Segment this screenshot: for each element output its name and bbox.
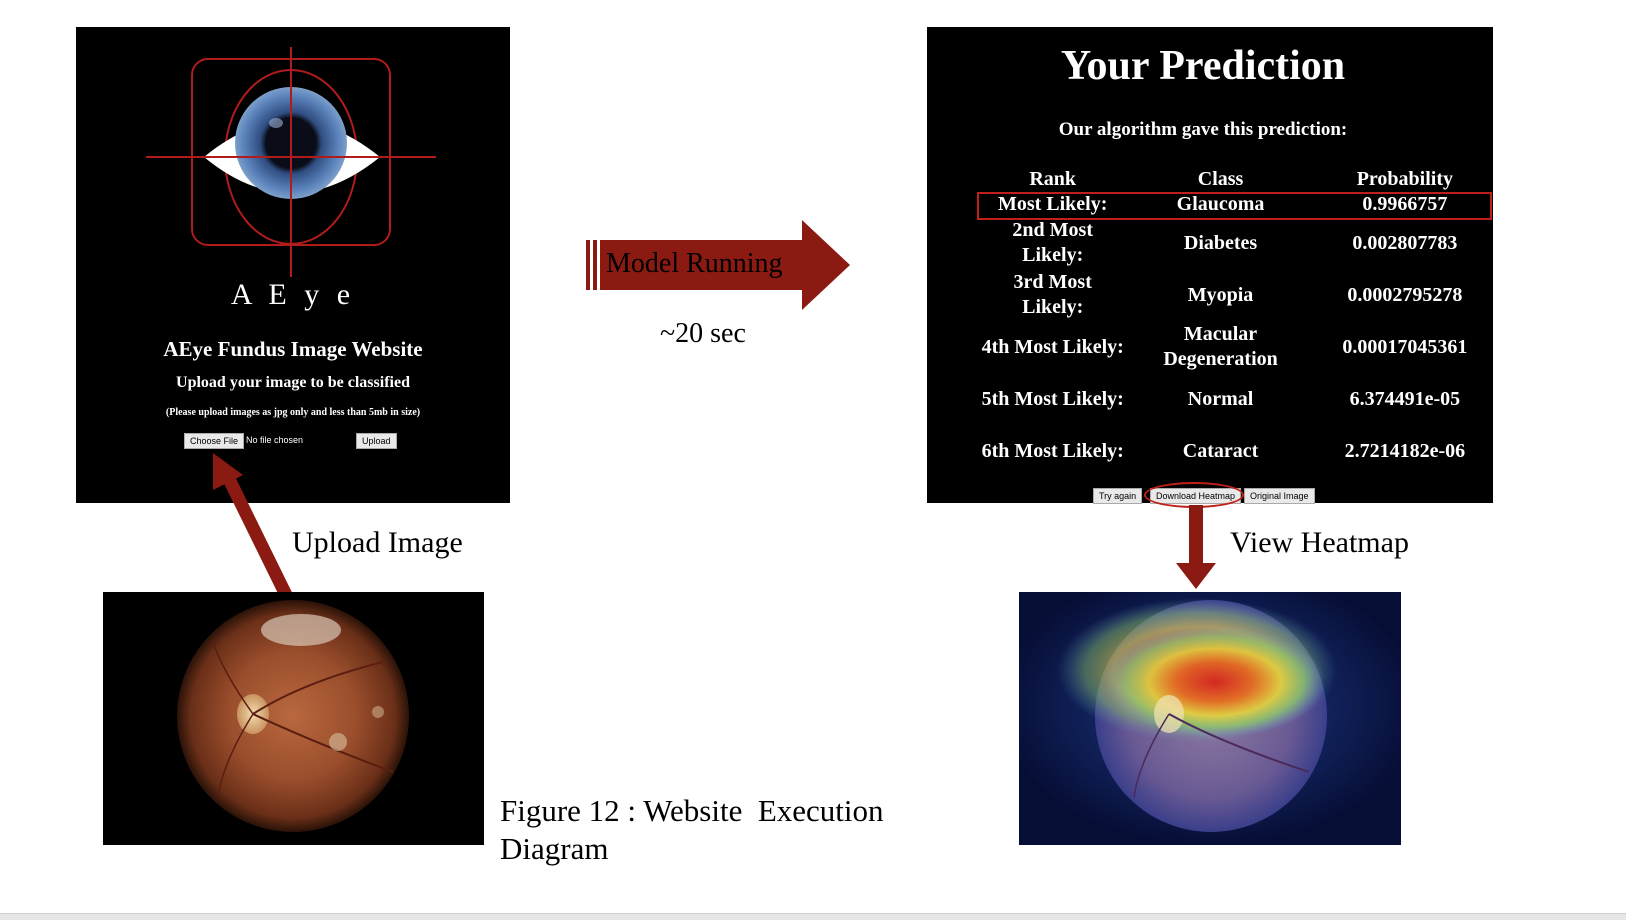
- rank-cell: 2nd Most Likely:: [1012, 219, 1093, 266]
- prediction-website-screenshot: Your Prediction Our algorithm gave this …: [927, 27, 1493, 508]
- file-status-text: No file chosen: [246, 435, 304, 445]
- figure-caption-line1: Figure 12 : Website Execution: [500, 793, 884, 828]
- model-running-label: Model Running: [606, 248, 783, 279]
- original-image-button[interactable]: Original Image: [1244, 488, 1315, 504]
- class-cell: Diabetes: [1183, 231, 1258, 254]
- probability-cell: 0.00017045361: [1342, 335, 1468, 358]
- table-row: 5th Most Likely: Normal 6.374491e-05: [977, 373, 1497, 425]
- probability-cell: 6.374491e-05: [1349, 387, 1461, 410]
- table-row: 2nd Most Likely: Diabetes 0.002807783: [977, 217, 1497, 269]
- class-cell: Glaucoma: [1176, 193, 1265, 215]
- class-cell: Macular Degeneration: [1163, 323, 1278, 370]
- class-cell: Myopia: [1187, 283, 1254, 306]
- aeye-logo: [146, 47, 436, 277]
- table-header-row: Rank Class Probability: [977, 167, 1497, 192]
- upload-website-screenshot: A E y e AEye Fundus Image Website Upload…: [76, 27, 510, 503]
- brand-name: A E y e: [230, 278, 356, 311]
- view-heatmap-arrow: [1176, 505, 1216, 589]
- figure-caption-line2: Diagram: [500, 831, 609, 866]
- header-probability: Probability: [1356, 168, 1453, 190]
- probability-cell: 0.002807783: [1352, 231, 1458, 254]
- table-row: 3rd Most Likely: Myopia 0.0002795278: [977, 269, 1497, 321]
- upload-button[interactable]: Upload: [356, 433, 397, 449]
- fundus-image: [103, 592, 484, 845]
- probability-cell: 0.9966757: [1362, 193, 1448, 215]
- class-cell: Normal: [1187, 387, 1254, 410]
- heatmap-image: [1019, 592, 1401, 845]
- header-rank: Rank: [1029, 168, 1077, 190]
- prediction-table: Rank Class Probability Most Likely: Glau…: [977, 167, 1497, 477]
- upload-image-label: Upload Image: [292, 526, 463, 559]
- header-class: Class: [1197, 168, 1244, 190]
- rank-cell: 3rd Most Likely:: [1013, 271, 1092, 318]
- rank-cell: 4th Most Likely:: [981, 335, 1124, 358]
- model-running-arrow: [586, 220, 850, 310]
- class-cell: Cataract: [1182, 439, 1259, 462]
- probability-cell: 0.0002795278: [1347, 283, 1463, 306]
- view-heatmap-label: View Heatmap: [1230, 526, 1409, 559]
- site-subtitle: Upload your image to be classified: [176, 374, 410, 391]
- table-row: 4th Most Likely: Macular Degeneration 0.…: [977, 321, 1497, 373]
- table-row: 6th Most Likely: Cataract 2.7214182e-06: [977, 425, 1497, 477]
- top-prediction-highlight: [977, 192, 1492, 220]
- probability-cell: 2.7214182e-06: [1344, 439, 1466, 462]
- slide-bottom-border: [0, 913, 1626, 920]
- duration-label: ~20 sec: [660, 318, 746, 349]
- rank-cell: 5th Most Likely:: [981, 387, 1124, 410]
- upload-arrow: [213, 453, 293, 600]
- table-row: Most Likely: Glaucoma 0.9966757: [977, 192, 1497, 217]
- prediction-subtitle: Our algorithm gave this prediction:: [1058, 119, 1348, 140]
- choose-file-button[interactable]: Choose File: [184, 433, 245, 449]
- rank-cell: 6th Most Likely:: [981, 439, 1124, 462]
- prediction-title: Your Prediction: [1060, 43, 1346, 89]
- rank-cell: Most Likely:: [997, 193, 1108, 215]
- site-title: AEye Fundus Image Website: [163, 337, 423, 361]
- upload-note: (Please upload images as jpg only and le…: [165, 407, 421, 418]
- try-again-button[interactable]: Try again: [1093, 488, 1143, 504]
